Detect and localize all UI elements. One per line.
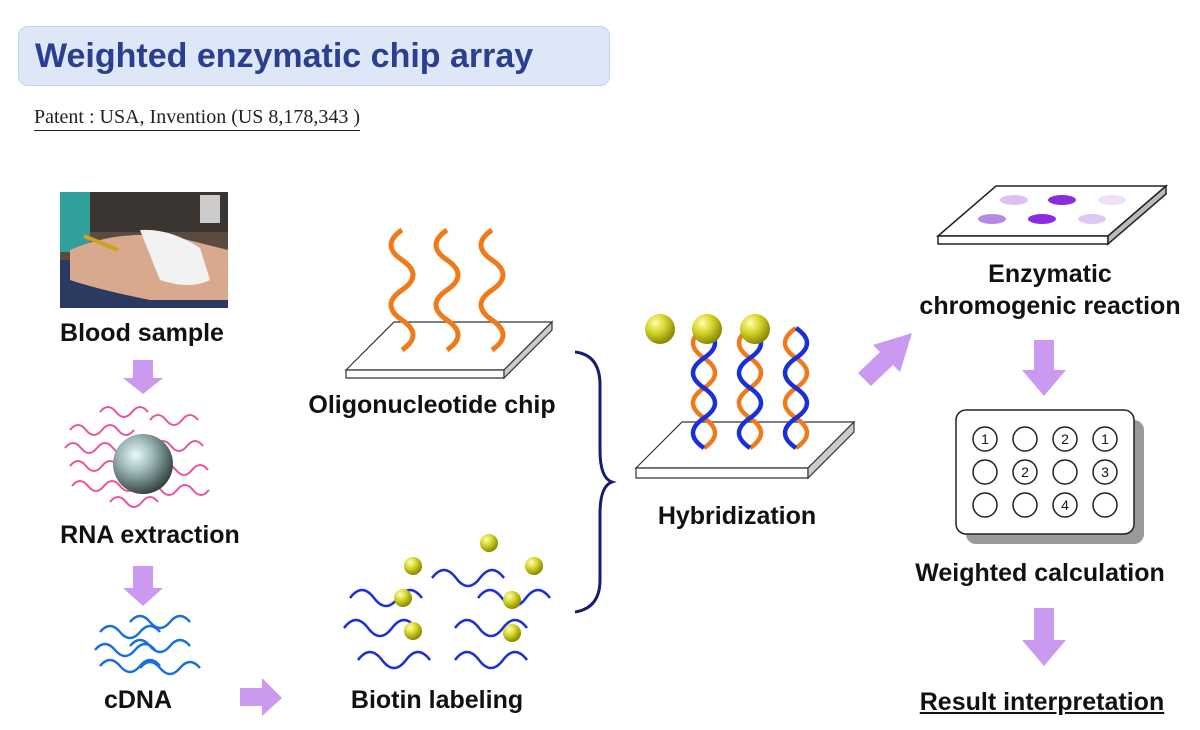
- rna-extraction-graphic: [64, 406, 210, 508]
- label-oligonucleotide-chip: Oligonucleotide chip: [308, 391, 556, 419]
- well-weight-label: 4: [1061, 497, 1069, 513]
- well: [1052, 492, 1078, 518]
- well-weight-label: 2: [1061, 431, 1069, 447]
- arrow-down-3: [1022, 340, 1066, 396]
- well: [1092, 492, 1118, 518]
- enzymatic-reaction-plate: [935, 184, 1169, 246]
- hybridization-graphic: [634, 314, 856, 480]
- arrow-right-1: [240, 678, 282, 716]
- arrow-down-1: [123, 360, 163, 394]
- well: [1092, 459, 1118, 485]
- label-weighted-calculation: Weighted calculation: [915, 559, 1165, 587]
- label-biotin-labeling: Biotin labeling: [350, 686, 524, 714]
- title-banner: Weighted enzymatic chip array: [18, 26, 610, 86]
- oligonucleotide-chip: [344, 227, 554, 380]
- well: [1012, 426, 1038, 452]
- well: [972, 492, 998, 518]
- well: [1012, 459, 1038, 485]
- well: [1012, 492, 1038, 518]
- well-weight-label: 3: [1101, 464, 1109, 480]
- patent-note: Patent : USA, Invention (US 8,178,343 ): [34, 106, 361, 131]
- well-weight-label: 1: [1101, 431, 1109, 447]
- well: [972, 459, 998, 485]
- combine-brace: [574, 350, 617, 614]
- label-cdna: cDNA: [103, 686, 173, 714]
- well-weight-label: 2: [1021, 464, 1029, 480]
- rna-bead-sphere: [113, 434, 173, 494]
- arrow-down-2: [123, 566, 163, 606]
- label-hybridization: Hybridization: [657, 502, 817, 530]
- label-rna-extraction: RNA extraction: [60, 521, 240, 549]
- page-title: Weighted enzymatic chip array: [35, 37, 534, 75]
- label-chromogenic-reaction: chromogenic reaction: [919, 292, 1181, 320]
- well: [972, 426, 998, 452]
- cdna-graphic: [94, 614, 201, 676]
- label-blood-sample: Blood sample: [60, 319, 224, 347]
- arrow-diagonal: [858, 333, 912, 386]
- arrow-down-4: [1022, 608, 1066, 666]
- well: [1052, 426, 1078, 452]
- blood-sample-photo: [60, 192, 228, 308]
- biotin-labeling-graphic: [343, 534, 551, 670]
- weighted-well-plate: 1 2 1 2 3 4: [955, 409, 1144, 544]
- label-enzymatic: Enzymatic: [988, 260, 1112, 288]
- label-result-interpretation: Result interpretation: [919, 688, 1165, 716]
- well-weight-label: 1: [981, 431, 989, 447]
- well: [1092, 426, 1118, 452]
- well: [1052, 459, 1078, 485]
